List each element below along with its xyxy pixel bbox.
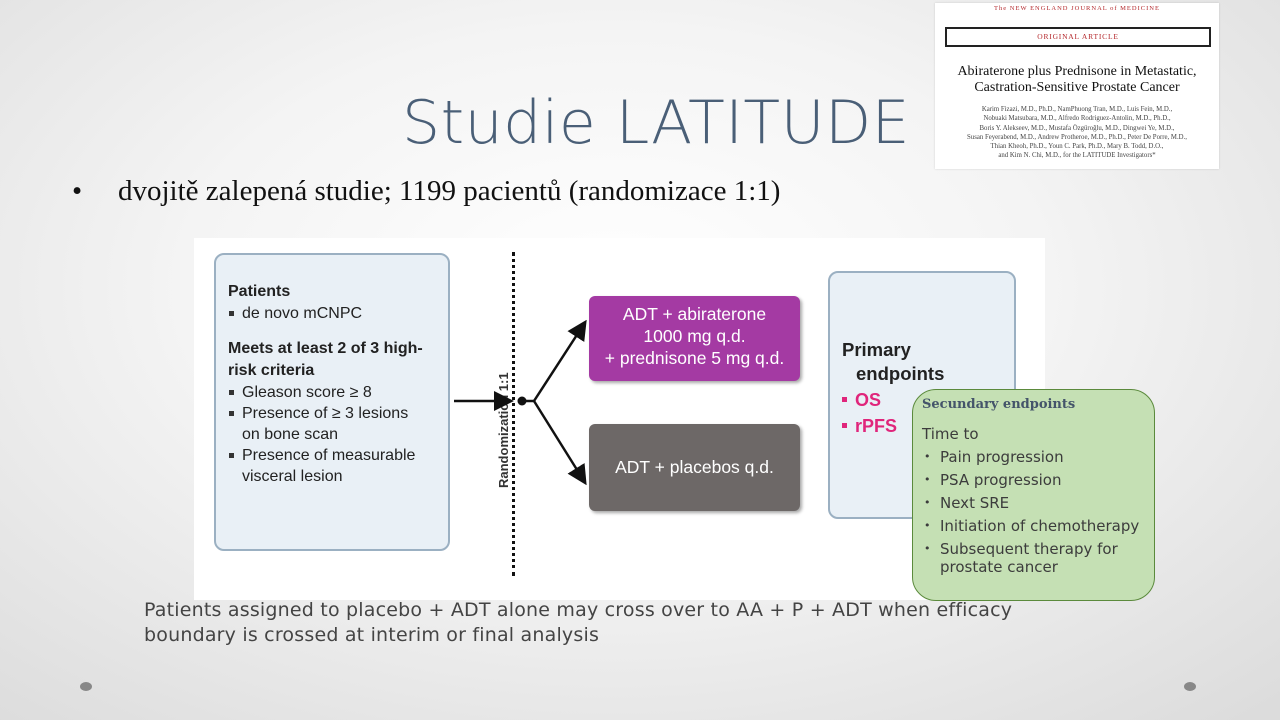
primary-endpoint-os: OS bbox=[842, 390, 881, 411]
square-bullet-icon bbox=[229, 311, 234, 316]
secondary-endpoints-heading: Secundary endpoints bbox=[922, 397, 1076, 412]
arrow-to-active-arm-icon bbox=[532, 319, 587, 402]
bullet-dot: • bbox=[924, 542, 931, 555]
bullet-dot: • bbox=[924, 473, 931, 486]
patients-item: de novo mCNPC bbox=[228, 303, 438, 324]
author-line: Susan Feyerabend, M.D., Andrew Protheroe… bbox=[967, 133, 1187, 141]
patients-item-text: de novo mCNPC bbox=[242, 305, 363, 322]
criterion-line: visceral lesion bbox=[242, 468, 343, 485]
criterion-item: Presence of measurable visceral lesion bbox=[228, 445, 438, 487]
primary-endpoints-heading: Primary endpoints bbox=[842, 338, 944, 386]
criterion-line: on bone scan bbox=[242, 426, 339, 443]
arm-line: ADT + abiraterone bbox=[622, 304, 767, 324]
active-treatment-arm: ADT + abiraterone 1000 mg q.d. + prednis… bbox=[589, 296, 800, 381]
criteria-heading: Meets at least 2 of 3 high- risk criteri… bbox=[228, 338, 438, 382]
criterion-item: Presence of ≥ 3 lesions on bone scan bbox=[228, 403, 438, 445]
arm-line: 1000 mg q.d. bbox=[643, 326, 746, 346]
corner-dot-right bbox=[1184, 682, 1196, 691]
author-line: and Kim N. Chi, M.D., for the LATITUDE I… bbox=[998, 152, 1156, 160]
secondary-item: •PSA progression bbox=[924, 471, 1062, 489]
primary-heading-line: endpoints bbox=[856, 363, 945, 384]
bullet-text: dvojitě zalepená studie; 1199 pacientů (… bbox=[118, 175, 781, 207]
author-line: Boris Y. Alekseev, M.D., Mustafa Özgüroğ… bbox=[979, 124, 1175, 132]
bullet-dot: • bbox=[924, 450, 931, 463]
secondary-item: •Initiation of chemotherapy bbox=[924, 517, 1140, 535]
arrow-to-placebo-arm-icon bbox=[532, 400, 587, 486]
journal-name: The NEW ENGLAND JOURNAL of MEDICINE bbox=[994, 5, 1160, 12]
author-line: Thian Kheoh, Ph.D., Youn C. Park, Ph.D.,… bbox=[990, 143, 1164, 151]
secondary-intro: Time to bbox=[922, 425, 979, 443]
author-line: Karim Fizazi, M.D., Ph.D., NamPhuong Tra… bbox=[981, 106, 1173, 113]
primary-heading-line: Primary bbox=[842, 339, 911, 360]
criteria-heading-line: risk criteria bbox=[228, 362, 315, 379]
criterion-line: Presence of ≥ 3 lesions bbox=[242, 405, 409, 422]
secondary-item: •Pain progression bbox=[924, 448, 1064, 466]
corner-dot-left bbox=[80, 682, 92, 691]
flow-arrows bbox=[454, 319, 587, 486]
study-bullet: • dvojitě zalepená studie; 1199 pacientů … bbox=[72, 175, 780, 208]
square-bullet-icon bbox=[229, 411, 234, 416]
article-title-line: Abiraterone plus Prednisone in Metastati… bbox=[957, 64, 1197, 79]
criteria-heading-line: Meets at least 2 of 3 high- bbox=[228, 340, 423, 357]
slide-title: Studie LATITUDE bbox=[402, 88, 911, 158]
bullet-dot: • bbox=[72, 175, 83, 207]
arm-line: + prednisone 5 mg q.d. bbox=[604, 348, 785, 368]
secondary-item: •Next SRE bbox=[924, 494, 1010, 512]
square-bullet-icon bbox=[229, 453, 234, 458]
article-title: Abiraterone plus Prednisone in Metastati… bbox=[935, 64, 1219, 96]
criterion-item: Gleason score ≥ 8 bbox=[228, 382, 438, 403]
square-bullet-icon bbox=[842, 422, 847, 428]
square-bullet-icon bbox=[229, 390, 234, 395]
secondary-endpoints-box: Secundary endpoints Time to •Pain progre… bbox=[912, 389, 1155, 601]
placebo-arm: ADT + placebos q.d. bbox=[589, 424, 800, 511]
article-title-line: Castration-Sensitive Prostate Cancer bbox=[974, 80, 1180, 95]
patients-heading: Patients bbox=[228, 283, 291, 300]
square-bullet-icon bbox=[842, 396, 847, 402]
author-line: Nobuaki Matsubara, M.D., Alfredo Rodrigu… bbox=[983, 115, 1171, 123]
criterion-line: Presence of measurable bbox=[242, 447, 416, 464]
bullet-dot: • bbox=[924, 496, 931, 509]
randomization-divider bbox=[512, 252, 515, 576]
bullet-dot: • bbox=[924, 519, 931, 532]
criterion-line: Gleason score ≥ 8 bbox=[242, 384, 372, 401]
article-authors: Karim Fizazi, M.D., Ph.D., NamPhuong Tra… bbox=[935, 105, 1219, 161]
patients-box: Patients de novo mCNPC Meets at least 2 … bbox=[214, 253, 450, 551]
article-type-label: ORIGINAL ARTICLE bbox=[945, 27, 1211, 47]
primary-endpoint-rpfs: rPFS bbox=[842, 416, 897, 437]
nejm-article-thumbnail: The NEW ENGLAND JOURNAL of MEDICINE ORIG… bbox=[935, 3, 1219, 169]
crossover-footnote: Patients assigned to placebo + ADT alone… bbox=[144, 599, 1013, 646]
